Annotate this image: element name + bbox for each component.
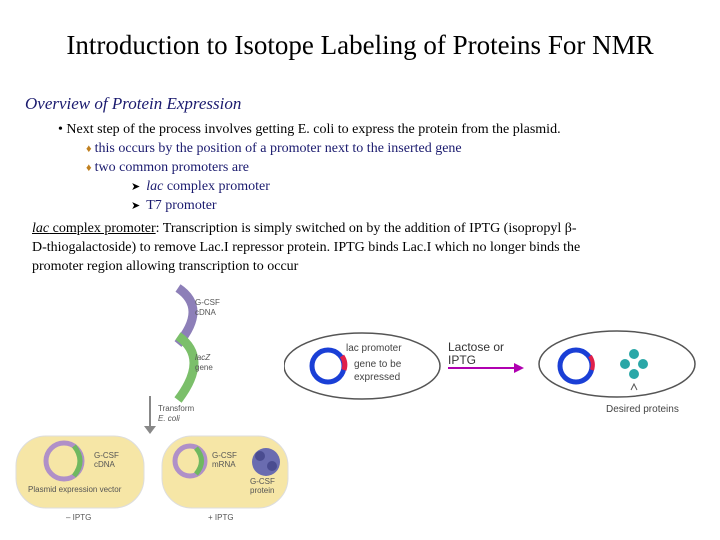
description-paragraph: lac complex promoter: Transcription is s…	[32, 219, 692, 276]
gene-expr-label-1: gene to be	[354, 359, 402, 370]
arrow-bullet-icon: ➤	[131, 200, 141, 212]
arrow-bullet-icon: ➤	[131, 181, 141, 193]
para-line-1: : Transcription is simply switched on by…	[155, 221, 577, 236]
protein-label-1: G-CSF	[250, 477, 275, 486]
diamond-bullet-icon: ♦	[86, 143, 92, 155]
lacz-label-2: gene	[195, 363, 213, 372]
pointer-icon	[630, 382, 638, 391]
induction-diagram: lac promoter gene to be expressed Lactos…	[284, 330, 696, 415]
promoter-mark	[339, 354, 348, 371]
inducer-label-1: Lactose or	[448, 340, 504, 354]
plasmid-cdna-label-2: cDNA	[94, 460, 116, 469]
main-bullet-text: Next step of the process involves gettin…	[66, 122, 561, 137]
gene-expr-label-2: expressed	[354, 372, 400, 383]
main-bullet: • Next step of the process involves gett…	[58, 122, 561, 138]
expression-diagram: G-CSF cDNA lacZ gene Transform E. coli G…	[15, 284, 289, 522]
inducer-label-2: IPTG	[448, 353, 476, 367]
bullet-dot-icon: •	[58, 122, 63, 137]
promoter-italic: lac	[146, 179, 164, 194]
gcsf-cdna-label-2: cDNA	[195, 308, 217, 317]
plus-iptg-label: + IPTG	[208, 513, 234, 522]
protein-dots	[620, 349, 648, 379]
plasmid-right-lacz	[194, 446, 204, 476]
transform-arrowhead-icon	[144, 426, 156, 434]
sub-bullet-text: this occurs by the position of a promote…	[94, 141, 462, 156]
promoter-mark-induced	[588, 354, 595, 371]
slide-title: Introduction to Isotope Labeling of Prot…	[66, 30, 654, 60]
sub-bullet-2: ♦two common promoters are	[86, 160, 249, 176]
plasmid-cdna-label-1: G-CSF	[94, 451, 119, 460]
lacz-label-1: lacZ	[195, 353, 211, 362]
gcsf-cdna-label-1: G-CSF	[195, 298, 220, 307]
lac-promoter-label: lac promoter	[346, 343, 402, 354]
sub-bullet-text: two common promoters are	[94, 160, 249, 175]
diamond-bullet-icon: ♦	[86, 162, 92, 174]
plasmid-right	[172, 443, 208, 479]
transform-label-1: Transform	[158, 404, 194, 413]
section-subtitle: Overview of Protein Expression	[25, 94, 242, 113]
mrna-label-2: mRNA	[212, 460, 236, 469]
plasmid-vector-label: Plasmid expression vector	[28, 485, 122, 494]
mrna-label-1: G-CSF	[212, 451, 237, 460]
promoter-text: complex promoter	[163, 179, 270, 194]
desired-proteins-label: Desired proteins	[606, 404, 679, 415]
minus-iptg-label: – IPTG	[66, 513, 91, 522]
promoter-item-2: ➤ T7 promoter	[131, 198, 217, 214]
lac-rest: complex promoter	[49, 221, 156, 236]
lac-italic: lac	[32, 221, 50, 236]
para-line-2: D-thiogalactoside) to remove Lac.I repre…	[32, 240, 581, 255]
promoter-text: T7 promoter	[146, 198, 217, 213]
induction-arrowhead-icon	[514, 363, 524, 373]
sub-bullet-1: ♦this occurs by the position of a promot…	[86, 141, 462, 157]
lacz-gene-arc	[174, 332, 199, 403]
plasmid-left-lacz	[71, 444, 83, 478]
transform-label-2: E. coli	[158, 414, 180, 423]
protein-blob-icon	[252, 448, 280, 476]
para-line-3: promoter region allowing transcription t…	[32, 259, 299, 274]
promoter-item-1: ➤ lac complex promoter	[131, 179, 270, 195]
protein-label-2: protein	[250, 486, 274, 495]
